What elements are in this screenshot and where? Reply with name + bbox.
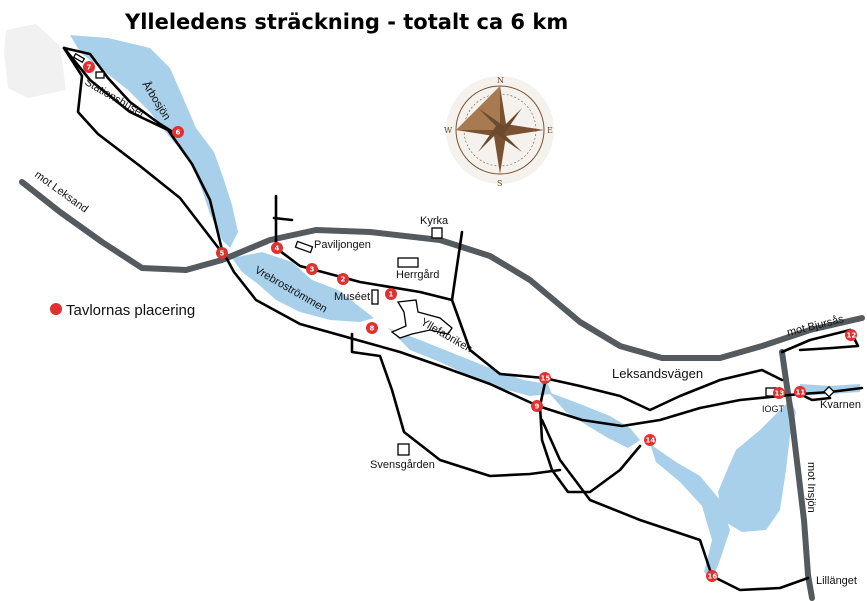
- compass-south-label: S: [497, 179, 502, 188]
- water-lake-arbosjon: [70, 35, 860, 580]
- svg-text:16: 16: [708, 573, 718, 581]
- label-kyrka: Kyrka: [420, 215, 449, 227]
- main-roads: [19, 179, 865, 601]
- label-leksandsvagen: Leksandsvägen: [612, 366, 703, 381]
- compass-east-label: E: [547, 126, 553, 135]
- legend-marker-icon: [50, 303, 62, 315]
- svg-text:11: 11: [796, 389, 806, 397]
- svg-text:6: 6: [176, 129, 181, 137]
- marker-6: 6: [172, 126, 184, 138]
- building-svensgarden: [397, 443, 410, 456]
- building-stationshuset-small: [72, 52, 86, 64]
- label-museet: Muséet: [334, 291, 370, 303]
- svg-text:3: 3: [310, 266, 315, 274]
- marker-7: 7: [83, 61, 95, 73]
- svg-text:15: 15: [541, 375, 551, 383]
- markers: 1 2 3 4 5 6 7 8 9 11 12 13 14 15 16: [83, 61, 857, 582]
- marker-2: 2: [337, 273, 349, 285]
- svg-text:7: 7: [87, 64, 92, 72]
- svg-text:12: 12: [847, 332, 857, 340]
- corner-shape: [4, 24, 66, 98]
- svg-text:9: 9: [535, 403, 540, 411]
- label-mot-leksand: mot Leksand: [32, 169, 90, 216]
- label-lillanget: Lillänget: [816, 575, 857, 587]
- svg-text:13: 13: [775, 390, 785, 398]
- label-paviljongen: Paviljongen: [314, 239, 371, 251]
- road-mot-leksand: [19, 179, 865, 361]
- label-iogt: IOGT: [762, 404, 785, 414]
- road-mot-insjon: [779, 349, 815, 601]
- building-herrgard: [397, 257, 419, 268]
- marker-16: 16: [706, 570, 718, 582]
- label-mot-bjursas: mot Bjursås: [786, 313, 846, 339]
- buildings: [72, 52, 835, 456]
- marker-15: 15: [539, 372, 551, 384]
- svg-text:1: 1: [389, 291, 394, 299]
- svg-text:2: 2: [341, 276, 346, 284]
- marker-9: 9: [531, 400, 543, 412]
- building-museet: [371, 289, 379, 305]
- building-yllefabriken: [390, 299, 453, 339]
- label-herrgard: Herrgård: [396, 269, 439, 281]
- compass-rose: N S E W: [444, 76, 554, 188]
- label-mot-insjon: mot Insjön: [805, 462, 817, 513]
- svg-text:14: 14: [646, 437, 656, 445]
- building-stationshuset: [95, 71, 105, 79]
- marker-5: 5: [216, 247, 228, 259]
- label-kvarnen: Kvarnen: [820, 399, 861, 411]
- marker-14: 14: [644, 434, 656, 446]
- marker-1: 1: [385, 288, 397, 300]
- marker-12: 12: [845, 329, 857, 341]
- building-kvarnen: [823, 385, 835, 398]
- svg-text:5: 5: [220, 250, 225, 258]
- building-paviljongen: [294, 240, 314, 254]
- compass-west-label: W: [444, 126, 453, 135]
- legend-label: Tavlornas placering: [66, 302, 195, 319]
- marker-4: 4: [271, 242, 283, 254]
- marker-11: 11: [794, 386, 806, 398]
- building-kyrka: [431, 227, 443, 239]
- compass-north-label: N: [497, 76, 504, 85]
- marker-3: 3: [306, 263, 318, 275]
- legend: Tavlornas placering: [50, 302, 195, 319]
- marker-8: 8: [366, 322, 378, 334]
- svg-text:4: 4: [275, 245, 280, 253]
- label-svensgarden: Svensgården: [370, 459, 435, 471]
- map-title: Ylleledens sträckning - totalt ca 6 km: [124, 10, 568, 34]
- marker-13: 13: [773, 387, 785, 399]
- svg-text:8: 8: [370, 325, 375, 333]
